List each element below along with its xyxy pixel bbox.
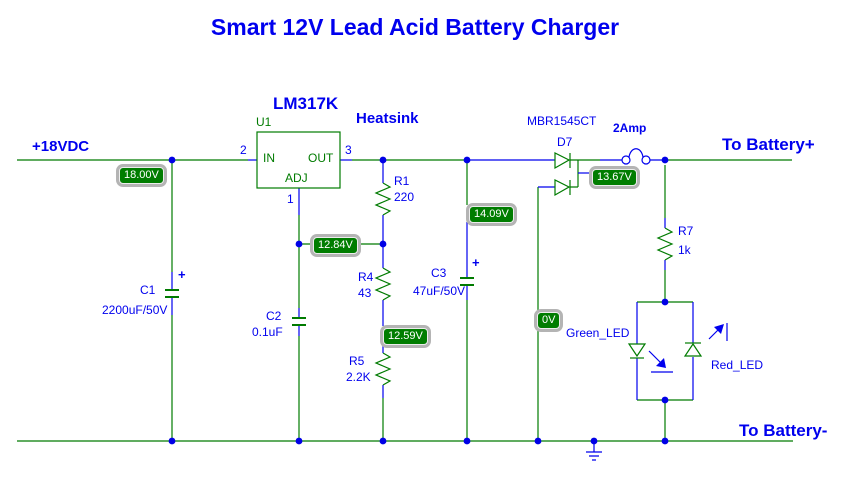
net-label-input: +18VDC bbox=[32, 138, 90, 155]
c3-polarity-plus: + bbox=[472, 255, 480, 270]
c3-ref: C3 bbox=[431, 266, 447, 280]
probe-post-diode-voltage[interactable]: 13.67V bbox=[592, 169, 637, 187]
net-label-battery-plus: To Battery+ bbox=[722, 135, 815, 154]
green-led-label: Green_LED bbox=[566, 326, 630, 340]
r4-value: 43 bbox=[358, 286, 372, 300]
c3-value: 47uF/50V bbox=[413, 284, 466, 298]
resistor-r7-symbol[interactable] bbox=[656, 227, 674, 261]
fuse-symbol[interactable] bbox=[621, 148, 651, 165]
r7-value: 1k bbox=[678, 243, 691, 257]
pin-number-2: 2 bbox=[240, 143, 247, 157]
r1-ref: R1 bbox=[394, 174, 410, 188]
c2-ref: C2 bbox=[266, 309, 282, 323]
red-led-current-arrow bbox=[708, 323, 728, 341]
regulator-part-label: LM317K bbox=[273, 94, 339, 113]
r5-ref: R5 bbox=[349, 354, 365, 368]
probe-divider-voltage[interactable]: 12.59V bbox=[383, 328, 428, 346]
pin-number-1: 1 bbox=[287, 192, 294, 206]
capacitor-c3-symbol[interactable] bbox=[460, 277, 474, 286]
regulator-pin-adj-label: ADJ bbox=[285, 171, 308, 185]
regulator-lm317-symbol[interactable] bbox=[256, 131, 341, 189]
c1-ref: C1 bbox=[140, 283, 156, 297]
probe-input-voltage[interactable]: 18.00V bbox=[119, 167, 164, 185]
red-led-symbol[interactable] bbox=[683, 342, 703, 357]
r5-value: 2.2K bbox=[346, 370, 371, 384]
capacitor-c2-symbol[interactable] bbox=[292, 317, 306, 326]
resistor-r4-symbol[interactable] bbox=[374, 267, 392, 301]
capacitor-c1-symbol[interactable] bbox=[165, 289, 179, 298]
red-led-label: Red_LED bbox=[711, 358, 764, 372]
c1-polarity-plus: + bbox=[178, 267, 186, 282]
fuse-rating-label: 2Amp bbox=[613, 121, 647, 135]
schematic-title: Smart 12V Lead Acid Battery Charger bbox=[210, 14, 620, 40]
r4-ref: R4 bbox=[358, 270, 374, 284]
c2-value: 0.1uF bbox=[252, 325, 283, 339]
probe-output-voltage[interactable]: 14.09V bbox=[469, 206, 514, 224]
r7-ref: R7 bbox=[678, 224, 694, 238]
regulator-pin-in-label: IN bbox=[263, 151, 275, 165]
resistor-r1-symbol[interactable] bbox=[374, 182, 392, 216]
component-leads bbox=[171, 159, 694, 400]
probe-adj-voltage[interactable]: 12.84V bbox=[313, 237, 358, 255]
diode-d7-symbol[interactable] bbox=[554, 152, 571, 197]
r1-value: 220 bbox=[394, 190, 415, 204]
d7-part-label: MBR1545CT bbox=[527, 114, 597, 128]
resistor-r5-symbol[interactable] bbox=[374, 352, 392, 386]
green-led-current-arrow bbox=[648, 350, 673, 373]
probe-anode-voltage[interactable]: 0V bbox=[537, 312, 561, 330]
regulator-ref: U1 bbox=[256, 115, 272, 129]
regulator-pin-out-label: OUT bbox=[308, 151, 334, 165]
junction-dots bbox=[168, 156, 669, 445]
d7-ref: D7 bbox=[557, 135, 573, 149]
net-label-battery-minus: To Battery- bbox=[739, 421, 828, 440]
green-led-symbol[interactable] bbox=[627, 343, 647, 359]
heatsink-note: Heatsink bbox=[356, 110, 419, 127]
pin-number-3: 3 bbox=[345, 143, 352, 157]
c1-value: 2200uF/50V bbox=[102, 303, 168, 317]
ground-symbol[interactable] bbox=[586, 441, 602, 461]
